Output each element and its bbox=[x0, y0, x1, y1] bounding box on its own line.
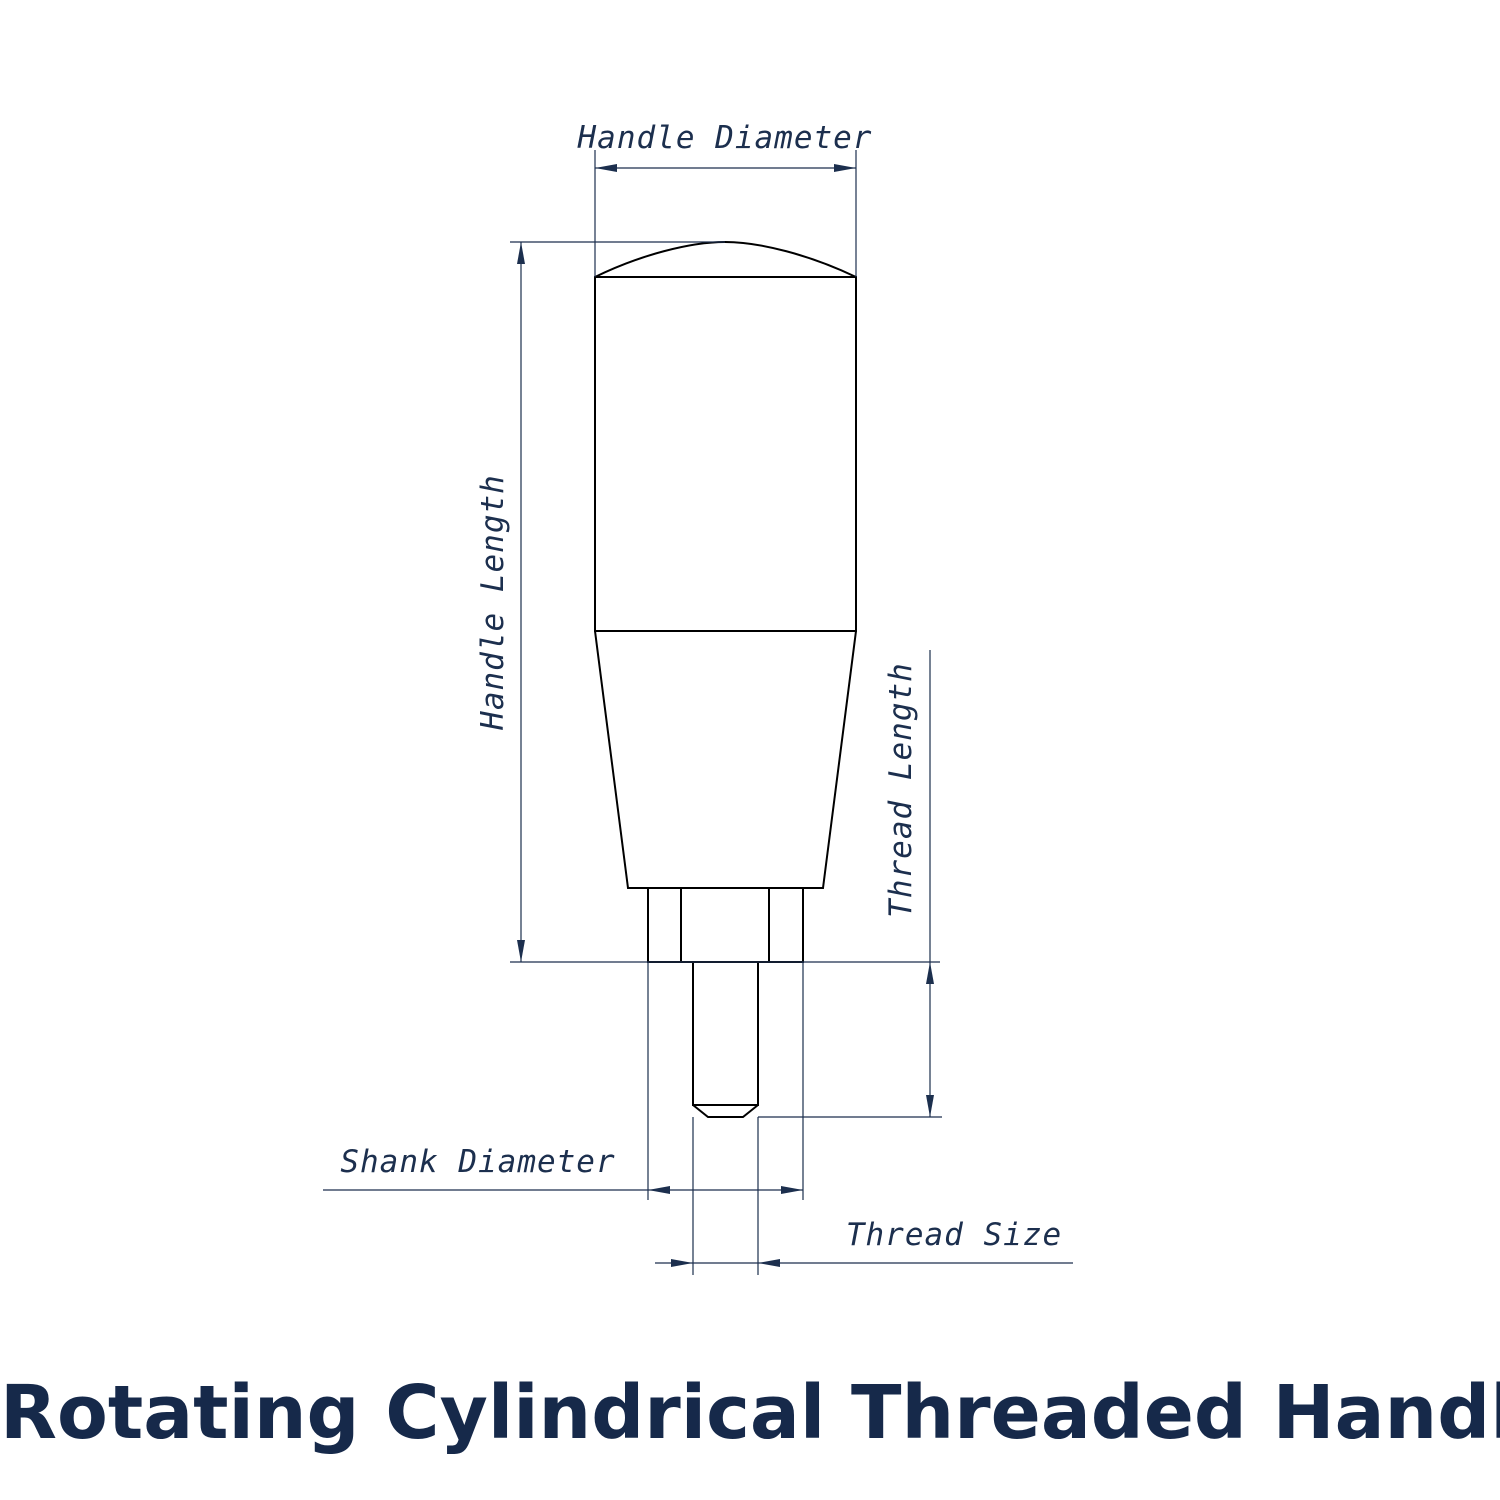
arrowhead bbox=[671, 1259, 693, 1267]
arrowhead bbox=[517, 940, 525, 962]
thread-size-label: Thread Size bbox=[846, 1217, 1062, 1253]
stud-chamfer-tip bbox=[692, 1104, 759, 1118]
handle-tapered-section bbox=[594, 630, 857, 889]
thread-size-dimension: Thread Size bbox=[655, 1117, 1073, 1275]
shank-diameter-label: Shank Diameter bbox=[340, 1144, 615, 1180]
handle-part bbox=[594, 240, 857, 1118]
thread-length-label: Thread Length bbox=[883, 662, 919, 918]
arrowhead bbox=[926, 962, 934, 984]
handle-diameter-label: Handle Diameter bbox=[577, 120, 873, 156]
handle-cylinder-body bbox=[594, 276, 857, 632]
handle-length-label: Handle Length bbox=[475, 474, 511, 731]
handle-dome-cap bbox=[594, 240, 857, 278]
thread-length-dimension: Thread Length bbox=[758, 650, 942, 1118]
page-title: Rotating Cylindrical Threaded Handle bbox=[0, 1370, 1500, 1456]
arrowhead bbox=[834, 164, 856, 172]
handle-length-dimension: Handle Length bbox=[475, 241, 940, 963]
arrowhead bbox=[648, 1186, 670, 1194]
shank-diameter-dimension: Shank Diameter bbox=[323, 962, 804, 1200]
arrowhead bbox=[758, 1259, 780, 1267]
arrowhead bbox=[517, 242, 525, 264]
shank-collar bbox=[647, 887, 804, 963]
handle-diameter-dimension: Handle Diameter bbox=[577, 120, 873, 277]
threaded-stud bbox=[692, 962, 759, 1106]
arrowhead bbox=[595, 164, 617, 172]
arrowhead bbox=[926, 1095, 934, 1117]
arrowhead bbox=[781, 1186, 803, 1194]
